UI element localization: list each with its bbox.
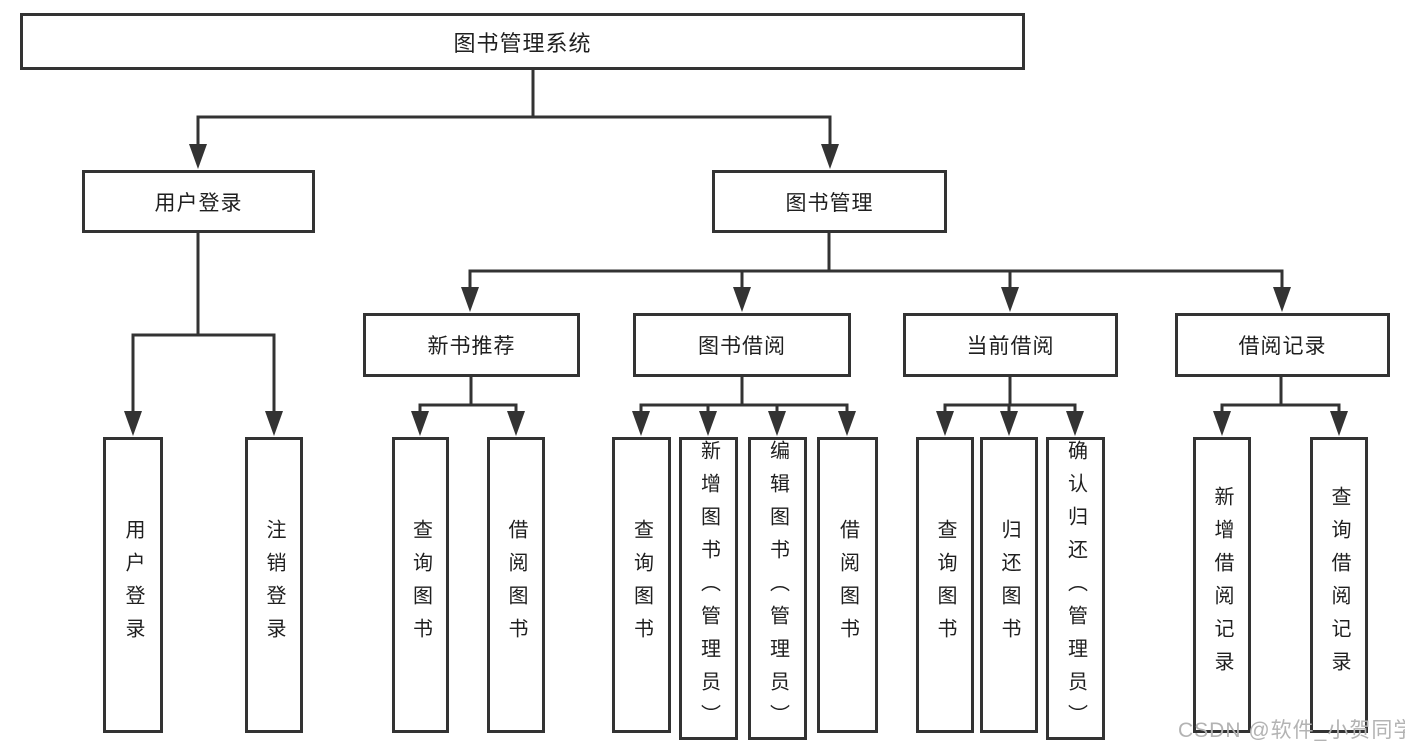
leaf-borrow-books-recommend: 借阅图书: [487, 437, 545, 733]
node-label: 借阅图书: [505, 519, 527, 651]
csdn-watermark: CSDN @软件_小贺同学: [1178, 719, 1405, 742]
leaf-return-books: 归还图书: [980, 437, 1038, 733]
node-label: 查询图书: [934, 519, 956, 651]
connector-root-to-level2: [189, 70, 839, 169]
node-book-borrow: 图书借阅: [633, 313, 851, 377]
node-label: 当前借阅: [966, 335, 1055, 358]
node-label: 查询借阅记录: [1328, 486, 1350, 684]
connector-new-book-recommend-to-leaves: [411, 377, 525, 436]
leaf-add-borrow-record: 新增借阅记录: [1193, 437, 1251, 733]
node-label: 图书借阅: [698, 335, 786, 358]
node-label: 新增借阅记录: [1211, 486, 1233, 684]
node-label: 借阅图书: [836, 519, 859, 651]
leaf-add-book-admin: 新增图书（管理员）: [679, 437, 738, 740]
node-label: 查询图书: [409, 519, 432, 651]
node-label: 查询图书: [630, 519, 653, 651]
node-new-book-recommend: 新书推荐: [363, 313, 580, 377]
leaf-query-borrow-record: 查询借阅记录: [1310, 437, 1368, 733]
node-label: 注销登录: [263, 519, 285, 651]
leaf-query-books-current: 查询图书: [916, 437, 974, 733]
node-label: 确认归还（管理员）: [1064, 440, 1087, 737]
node-label: 用户登录: [122, 519, 144, 651]
leaf-confirm-return-admin: 确认归还（管理员）: [1046, 437, 1105, 740]
leaf-query-books-borrow: 查询图书: [612, 437, 671, 733]
node-library-management-system: 图书管理系统: [20, 13, 1025, 70]
connector-user-login-to-leaves: [124, 233, 283, 436]
node-book-management: 图书管理: [712, 170, 947, 233]
connector-current-borrow-to-leaves: [936, 377, 1084, 436]
connector-book-borrow-to-leaves: [632, 377, 856, 436]
leaf-borrow-books-borrow: 借阅图书: [817, 437, 878, 733]
leaf-query-books-recommend: 查询图书: [392, 437, 449, 733]
node-label: 编辑图书（管理员）: [766, 440, 789, 737]
node-label: 归还图书: [998, 519, 1020, 651]
leaf-edit-book-admin: 编辑图书（管理员）: [748, 437, 807, 740]
node-user-login: 用户登录: [82, 170, 315, 233]
node-label: 借阅记录: [1238, 335, 1327, 358]
node-borrow-records: 借阅记录: [1175, 313, 1390, 377]
node-label: 新书推荐: [427, 335, 516, 358]
node-label: 用户登录: [154, 191, 243, 215]
connector-borrow-records-to-leaves: [1213, 377, 1348, 436]
leaf-logout: 注销登录: [245, 437, 303, 733]
connector-book-management-to-level3: [461, 233, 1291, 312]
node-label: 图书管理: [785, 191, 874, 215]
node-label: 图书管理系统: [453, 30, 592, 56]
node-current-borrow: 当前借阅: [903, 313, 1118, 377]
node-label: 新增图书（管理员）: [697, 440, 720, 737]
leaf-user-login: 用户登录: [103, 437, 163, 733]
